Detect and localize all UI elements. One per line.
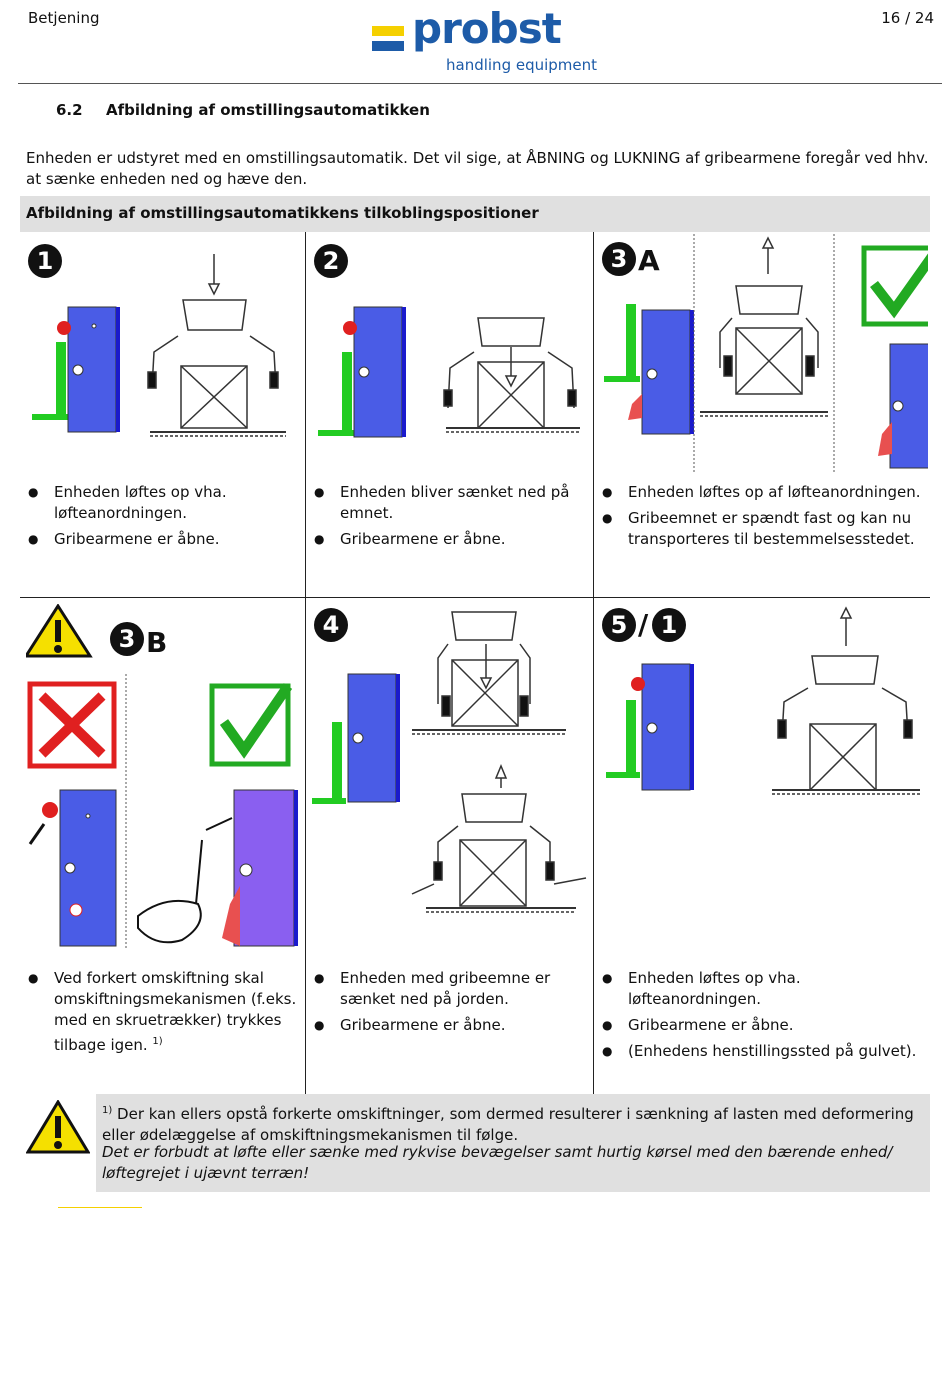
lift-unit-icon xyxy=(222,789,298,947)
step-5-bullet: (Enhedens henstillingssted på gulvet). xyxy=(598,1041,928,1062)
step-badge-5-1: 1 xyxy=(652,608,686,642)
step-badge-separator: / xyxy=(638,608,649,641)
warning-icon xyxy=(26,1100,90,1154)
step-badge-4: 4 xyxy=(314,608,348,642)
step-5-illustration xyxy=(606,606,920,795)
table-title: Afbildning af omstillingsautomatikkens t… xyxy=(26,204,539,222)
step-3b-illustration xyxy=(26,604,298,950)
footnote-marker: 1) xyxy=(102,1105,113,1116)
step-4-illustration xyxy=(312,611,587,913)
lift-unit-icon xyxy=(312,673,400,804)
step-2-bullets: Enheden bliver sænket ned på emnet. Grib… xyxy=(310,482,588,555)
yellow-rule xyxy=(58,1207,142,1208)
step-5-bullet: Enheden løftes op vha. løfteanordningen. xyxy=(598,968,928,1010)
step-1-bullets: Enheden løftes op vha. løfteanordningen.… xyxy=(24,482,300,555)
footnote-ref: 1) xyxy=(152,1036,163,1047)
step-badge-5: 5 xyxy=(602,608,636,642)
logo-bar-yellow xyxy=(372,26,404,36)
intro-paragraph: Enheden er udstyret med en omstillingsau… xyxy=(26,149,929,188)
cross-icon xyxy=(27,681,117,769)
table-divider-v2 xyxy=(593,232,594,1094)
step-3b-bullet-text: Ved forkert omskiftning skal omskiftning… xyxy=(54,969,297,1054)
gripper-icon xyxy=(411,611,587,913)
step-4-bullet: Enheden med gribeemne er sænket ned på j… xyxy=(310,968,588,1010)
step-badge-2: 2 xyxy=(314,244,348,278)
step-3a-illustration xyxy=(604,234,928,474)
lift-unit-icon xyxy=(28,789,117,947)
gripper-icon xyxy=(443,317,580,433)
step-3a-bullets: Enheden løftes op af løfteanordningen. G… xyxy=(598,482,928,555)
lift-unit-icon xyxy=(604,304,694,435)
header-section-label: Betjening xyxy=(28,9,100,27)
footnote-text-2: Det er forbudt at løfte eller sænke med … xyxy=(102,1143,893,1182)
footnote-box: 1) Der kan ellers opstå forkerte omskift… xyxy=(96,1094,930,1192)
step-3b-bullet: Ved forkert omskiftning skal omskiftning… xyxy=(24,968,300,1056)
step-badge-3a: 3 xyxy=(602,242,636,276)
footnote-text: 1) Der kan ellers opstå forkerte omskift… xyxy=(102,1100,924,1146)
step-1-bullet: Gribearmene er åbne. xyxy=(24,529,300,550)
step-5-bullet: Gribearmene er åbne. xyxy=(598,1015,928,1036)
page-number: 16 / 24 xyxy=(881,9,934,27)
footnote-text-1: Der kan ellers opstå forkerte omskiftnin… xyxy=(102,1105,914,1144)
step-2-bullet: Gribearmene er åbne. xyxy=(310,529,588,550)
step-1-bullet: Enheden løftes op vha. løfteanordningen. xyxy=(24,482,300,524)
table-divider-v1 xyxy=(305,232,306,1094)
screwdriver-hand-icon xyxy=(137,817,233,944)
step-5-bullets: Enheden løftes op vha. løfteanordningen.… xyxy=(598,968,928,1067)
lift-unit-icon xyxy=(32,306,120,433)
logo-bar-blue xyxy=(372,41,404,51)
gripper-icon xyxy=(700,236,828,417)
probst-logo: probst handling equipment xyxy=(372,4,598,78)
header-divider xyxy=(18,83,942,84)
step-3a-bullet: Gribeemnet er spændt fast og kan nu tran… xyxy=(598,508,928,550)
gripper-icon xyxy=(147,254,286,437)
table-title-bar: Afbildning af omstillingsautomatikkens t… xyxy=(20,196,930,232)
section-title: Afbildning af omstillingsautomatikken xyxy=(106,101,430,119)
table-divider-h xyxy=(20,597,930,598)
step-2-bullet: Enheden bliver sænket ned på emnet. xyxy=(310,482,588,524)
section-number: 6.2 xyxy=(56,101,83,119)
step-4-bullets: Enheden med gribeemne er sænket ned på j… xyxy=(310,968,588,1041)
lift-unit-icon xyxy=(878,343,928,469)
step-1-illustration xyxy=(32,254,286,437)
step-letter-b: B xyxy=(146,626,168,659)
step-badge-1: 1 xyxy=(28,244,62,278)
step-3a-bullet: Enheden løftes op af løfteanordningen. xyxy=(598,482,928,503)
logo-subtitle: handling equipment xyxy=(446,56,598,74)
warning-icon xyxy=(26,604,93,658)
step-4-bullet: Gribearmene er åbne. xyxy=(310,1015,588,1036)
step-letter-a: A xyxy=(638,244,660,277)
step-3b-bullets: Ved forkert omskiftning skal omskiftning… xyxy=(24,968,300,1061)
logo-word: probst xyxy=(412,4,562,53)
positions-table: 1 Enhed xyxy=(20,232,930,1094)
step-2-illustration xyxy=(318,306,580,438)
lift-unit-icon xyxy=(606,663,694,791)
lift-unit-icon xyxy=(318,306,406,438)
step-badge-3b: 3 xyxy=(110,622,144,656)
check-icon xyxy=(861,245,928,327)
gripper-icon xyxy=(772,606,920,795)
check-icon xyxy=(209,683,293,767)
